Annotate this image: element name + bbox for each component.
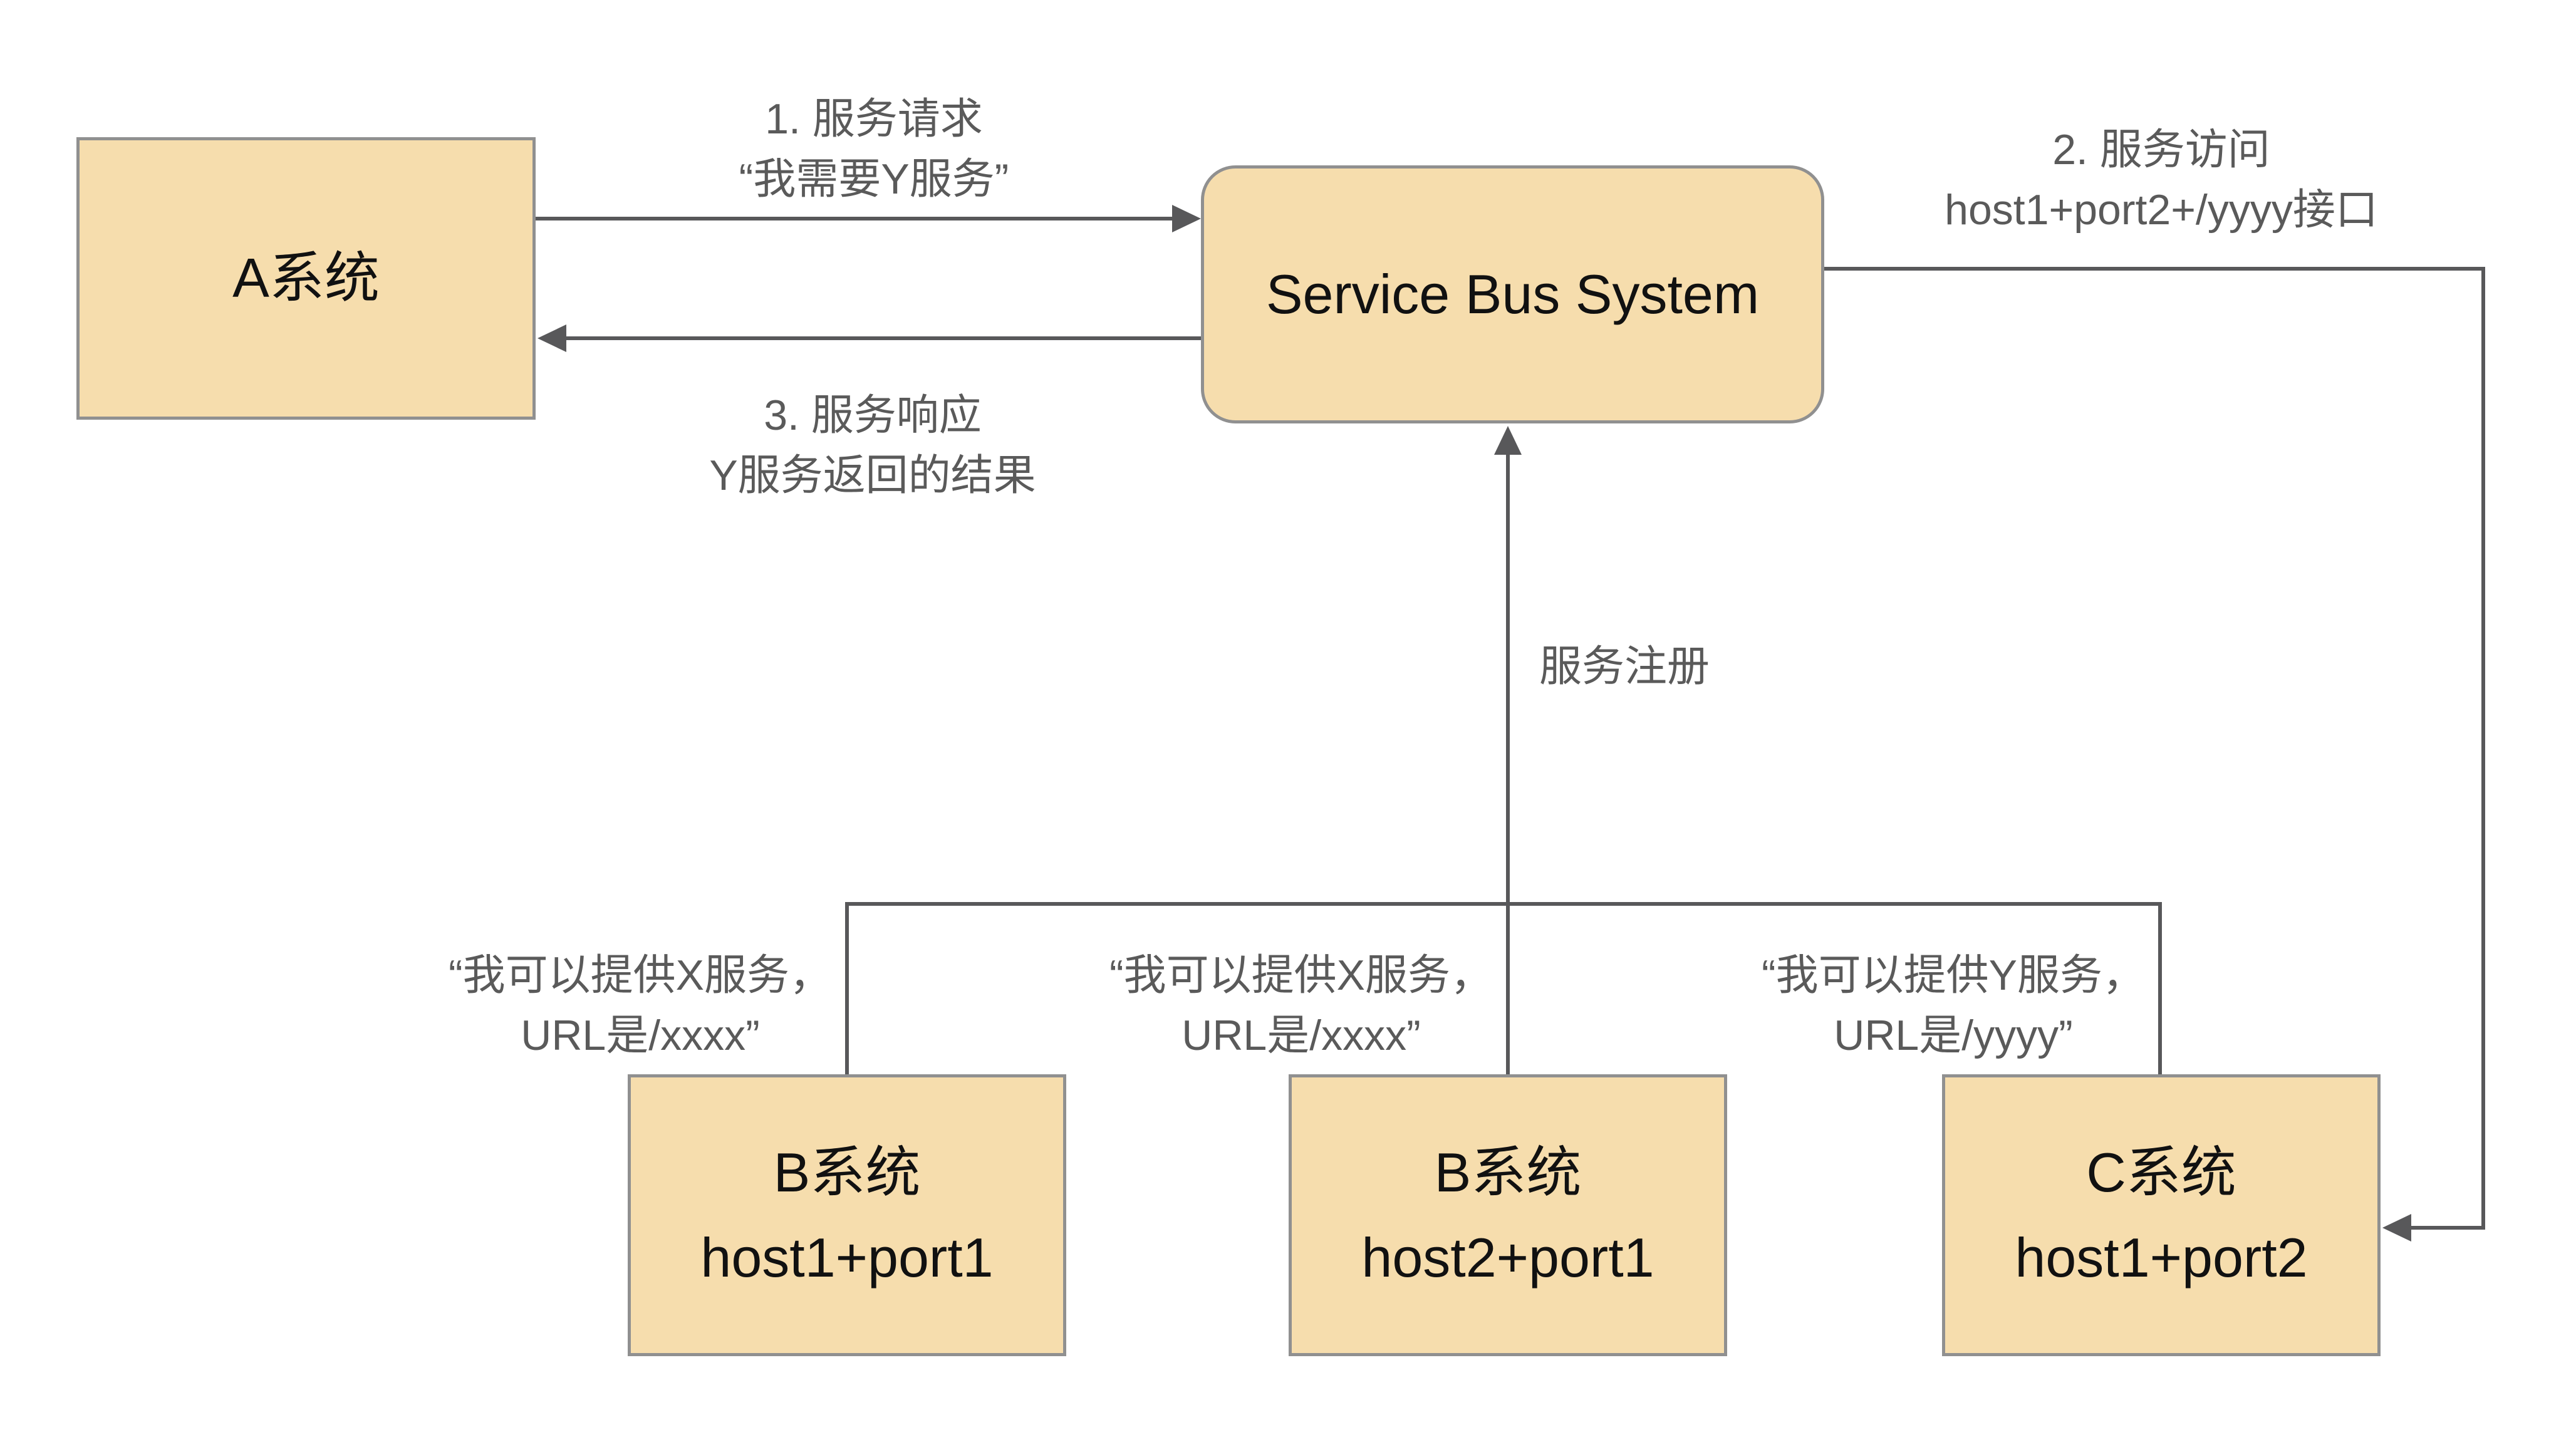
node-system-b1-host: host1+port1: [700, 1227, 994, 1289]
bus-connector: [845, 902, 2162, 1074]
label-provide-y-line2: URL是/yyyy”: [1834, 1012, 2073, 1059]
label-service-access: 2. 服务访问 host1+port2+/yyyy接口: [1945, 120, 2378, 240]
arrow-service-access-arrowhead: [2382, 1214, 2411, 1242]
node-system-b2-host: host2+port1: [1361, 1227, 1654, 1289]
arrow-service-access-path: [1824, 267, 2485, 1230]
node-service-bus: Service Bus System: [1201, 165, 1824, 423]
node-system-c: C系统 host1+port2: [1942, 1074, 2381, 1356]
arrow-service-response-arrowhead: [538, 324, 566, 352]
arrow-service-register-arrowhead: [1494, 426, 1522, 455]
label-provide-x-1-line1: “我可以提供X服务，: [448, 952, 833, 999]
label-provide-x-2: “我可以提供X服务， URL是/xxxx”: [1109, 945, 1493, 1066]
node-system-b2-name: B系统: [1434, 1141, 1582, 1203]
node-system-b1: B系统 host1+port1: [628, 1074, 1066, 1356]
node-system-c-host: host1+port2: [2015, 1227, 2308, 1289]
label-provide-x-2-line2: URL是/xxxx”: [1182, 1012, 1421, 1059]
label-service-access-line2: host1+port2+/yyyy接口: [1945, 186, 2378, 234]
label-provide-x-1-line2: URL是/xxxx”: [521, 1012, 760, 1059]
node-service-bus-label: Service Bus System: [1265, 262, 1760, 325]
label-service-response: 3. 服务响应 Y服务返回的结果: [709, 385, 1036, 506]
label-provide-y-line1: “我可以提供Y服务，: [1761, 952, 2146, 999]
label-service-request-line1: 1. 服务请求: [765, 95, 983, 143]
arrow-service-request-arrowhead: [1172, 205, 1201, 232]
label-service-response-line1: 3. 服务响应: [764, 392, 982, 439]
label-service-register: 服务注册: [1539, 643, 1710, 690]
node-system-a: A系统: [76, 137, 536, 420]
label-provide-x-1: “我可以提供X服务， URL是/xxxx”: [449, 945, 832, 1066]
label-service-access-line1: 2. 服务访问: [2052, 126, 2270, 174]
node-system-a-label: A系统: [232, 247, 380, 309]
label-provide-y: “我可以提供Y服务， URL是/yyyy”: [1762, 945, 2145, 1066]
node-system-c-name: C系统: [2086, 1141, 2236, 1203]
label-service-response-line2: Y服务返回的结果: [709, 452, 1036, 499]
node-system-b1-name: B系统: [773, 1141, 921, 1203]
label-service-request-line2: “我需要Y服务”: [739, 155, 1009, 203]
node-system-b2: B系统 host2+port1: [1289, 1074, 1727, 1356]
label-service-request: 1. 服务请求 “我需要Y服务”: [739, 89, 1009, 209]
label-provide-x-2-line1: “我可以提供X服务，: [1109, 952, 1493, 999]
